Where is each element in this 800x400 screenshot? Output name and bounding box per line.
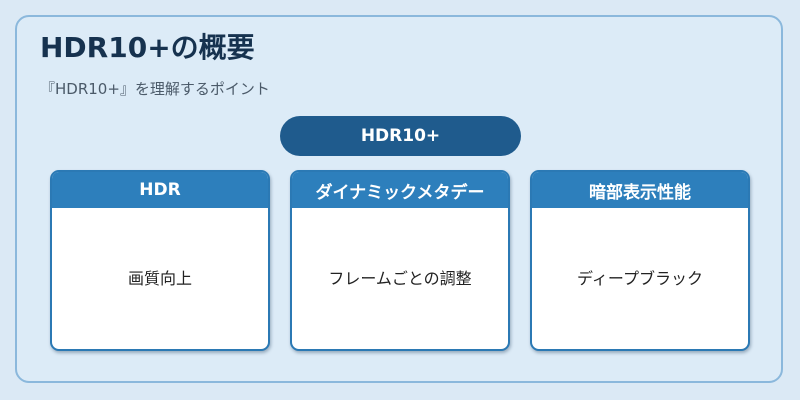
card-header: 暗部表示性能 xyxy=(532,172,748,208)
center-topic-pill: HDR10+ xyxy=(280,116,521,156)
page-subtitle: 『HDR10+』を理解するポイント xyxy=(40,80,270,98)
card-dark-performance: 暗部表示性能 ディープブラック xyxy=(530,170,750,351)
card-header: HDR xyxy=(52,172,268,208)
card-body: 画質向上 xyxy=(127,268,192,288)
card-header: ダイナミックメタデー xyxy=(292,172,508,208)
card-body: ディープブラック xyxy=(577,268,703,288)
card-dynamic-metadata: ダイナミックメタデー フレームごとの調整 xyxy=(290,170,510,351)
card-hdr: HDR 画質向上 xyxy=(50,170,270,351)
page-title: HDR10+の概要 xyxy=(40,31,255,64)
card-body: フレームごとの調整 xyxy=(328,268,472,288)
